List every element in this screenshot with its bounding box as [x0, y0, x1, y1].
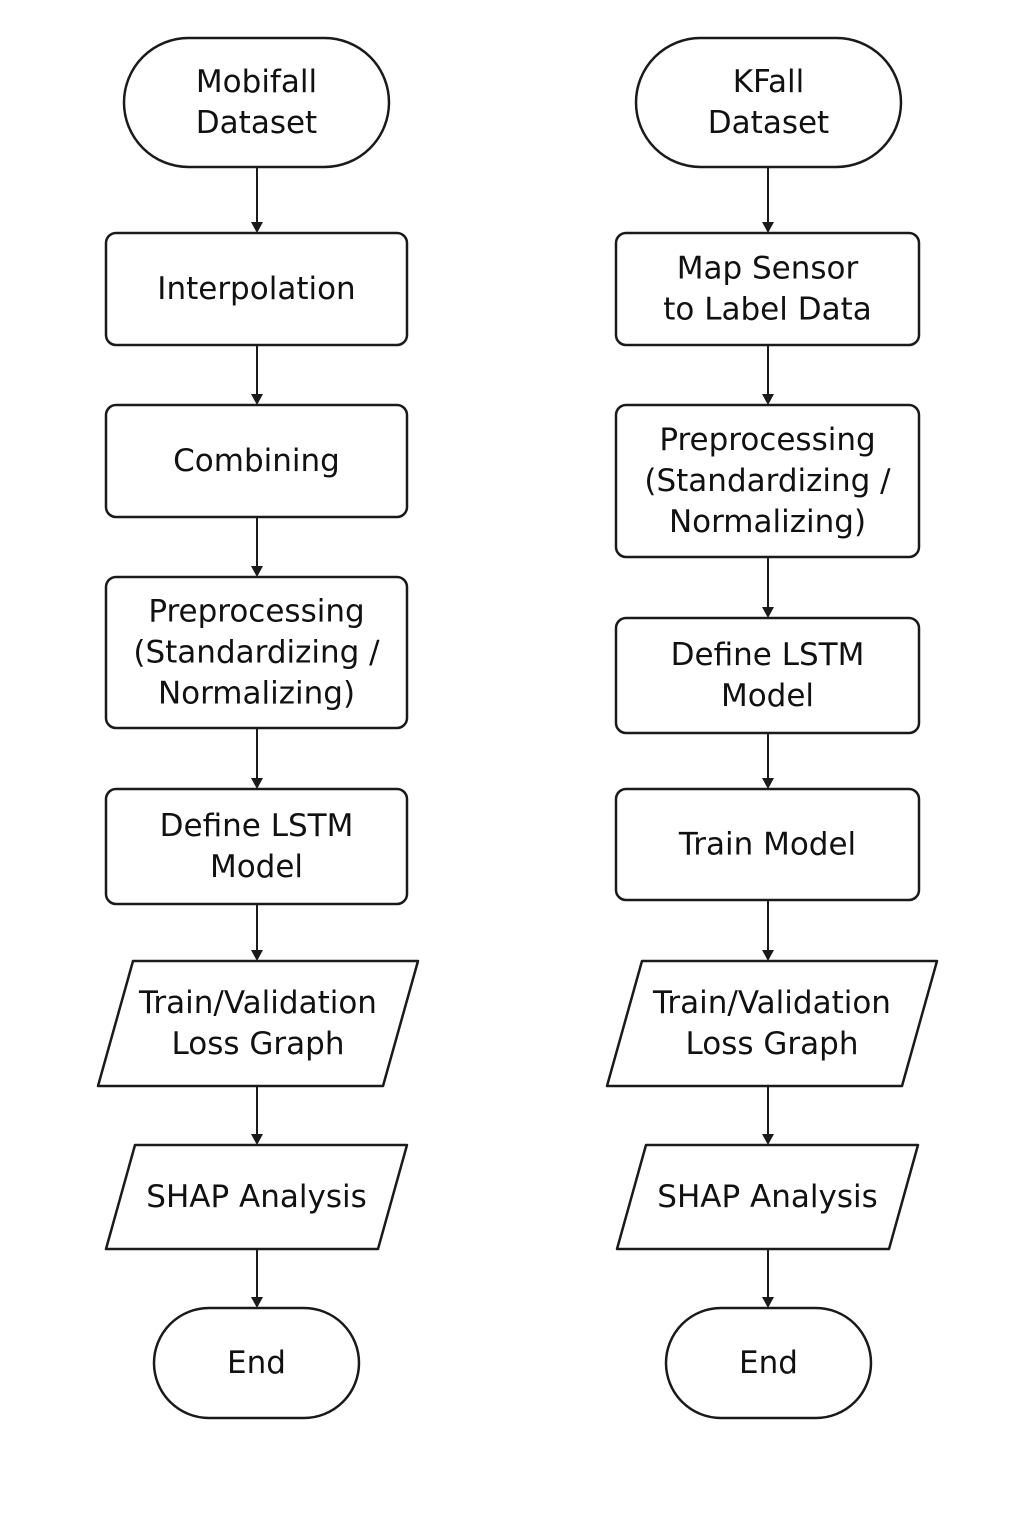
data-shape	[615, 1143, 920, 1251]
flow-2-arrow-1	[762, 167, 774, 233]
node-label-line: Train/Validation	[652, 985, 891, 1021]
node-label-line: Model	[210, 849, 303, 885]
node-label-line: (Standardizing /	[133, 635, 380, 671]
flow-2-arrow-3	[762, 557, 774, 618]
flow-2-node-7-data: SHAP Analysis	[615, 1143, 920, 1251]
node-label-line: Loss Graph	[172, 1026, 345, 1062]
node-label-line: Define LSTM	[160, 808, 354, 844]
node-label-line: KFall	[733, 64, 805, 100]
node-label-line: End	[227, 1345, 286, 1381]
data-shape	[96, 959, 420, 1088]
flow-1-node-5-process: Define LSTM Model	[104, 787, 409, 906]
flow-1-node-7-data: SHAP Analysis	[104, 1143, 409, 1251]
flow-2-node-5-process: Train Model	[614, 787, 921, 902]
flow-1-arrow-2	[251, 345, 263, 405]
node-label-line: Preprocessing	[148, 594, 364, 630]
node-label-line: Model	[721, 678, 814, 714]
flow-1-arrow-1	[251, 167, 263, 233]
flow-2-node-2-process: Map Sensor to Label Data	[614, 231, 921, 347]
flow-1-arrow-6	[251, 1086, 263, 1145]
node-label-line: Preprocessing	[659, 422, 875, 458]
flow-2-arrow-7	[762, 1249, 774, 1308]
flow-2-arrow-2	[762, 345, 774, 405]
flow-2-node-8-terminator: End	[664, 1306, 873, 1420]
flow-2-arrow-4	[762, 733, 774, 789]
flow-1-arrow-3	[251, 517, 263, 577]
flow-1-node-4-process: Preprocessing (Standardizing / Normalizing…	[104, 575, 409, 730]
node-label-line: Map Sensor	[677, 251, 859, 287]
terminator-shape	[152, 1306, 361, 1420]
flow-2-arrow-6	[762, 1086, 774, 1145]
process-shape	[104, 787, 409, 906]
flow-1-node-2-process: Interpolation	[104, 231, 409, 347]
node-label-line: SHAP Analysis	[146, 1179, 366, 1215]
node-label-line: Mobifall	[196, 64, 317, 100]
flow-2-arrow-5	[762, 900, 774, 961]
flow-1-arrow-5	[251, 904, 263, 961]
terminator-shape	[634, 36, 903, 169]
node-label-line: Dataset	[708, 105, 829, 141]
node-label-line: Normalizing)	[158, 676, 355, 712]
flow-left: MobifallDatasetInterpolationCombiningPre…	[96, 36, 420, 1420]
terminator-shape	[122, 36, 391, 169]
node-label-line: Loss Graph	[686, 1026, 859, 1062]
flow-1-node-8-terminator: End	[152, 1306, 361, 1420]
node-label-line: End	[739, 1345, 798, 1381]
process-shape	[614, 616, 921, 735]
node-label-line: Interpolation	[157, 271, 355, 307]
node-label-line: Combining	[173, 443, 340, 479]
node-label-line: Train Model	[678, 827, 856, 863]
data-shape	[104, 1143, 409, 1251]
node-label-line: SHAP Analysis	[657, 1179, 877, 1215]
data-shape	[605, 959, 939, 1088]
node-label-line: (Standardizing /	[644, 463, 891, 499]
node-label-line: to Label Data	[663, 292, 871, 328]
flow-2-node-3-process: Preprocessing (Standardizing / Normalizing…	[614, 403, 921, 559]
flow-1-arrow-7	[251, 1249, 263, 1308]
flow-1-node-3-process: Combining	[104, 403, 409, 519]
flow-1-arrow-4	[251, 728, 263, 789]
node-label-line: Normalizing)	[669, 504, 866, 540]
node-label-line: Define LSTM	[671, 637, 865, 673]
node-label-line: Dataset	[196, 105, 317, 141]
terminator-shape	[664, 1306, 873, 1420]
node-label-line: Train/Validation	[138, 985, 377, 1021]
flow-2-node-4-process: Define LSTM Model	[614, 616, 921, 735]
